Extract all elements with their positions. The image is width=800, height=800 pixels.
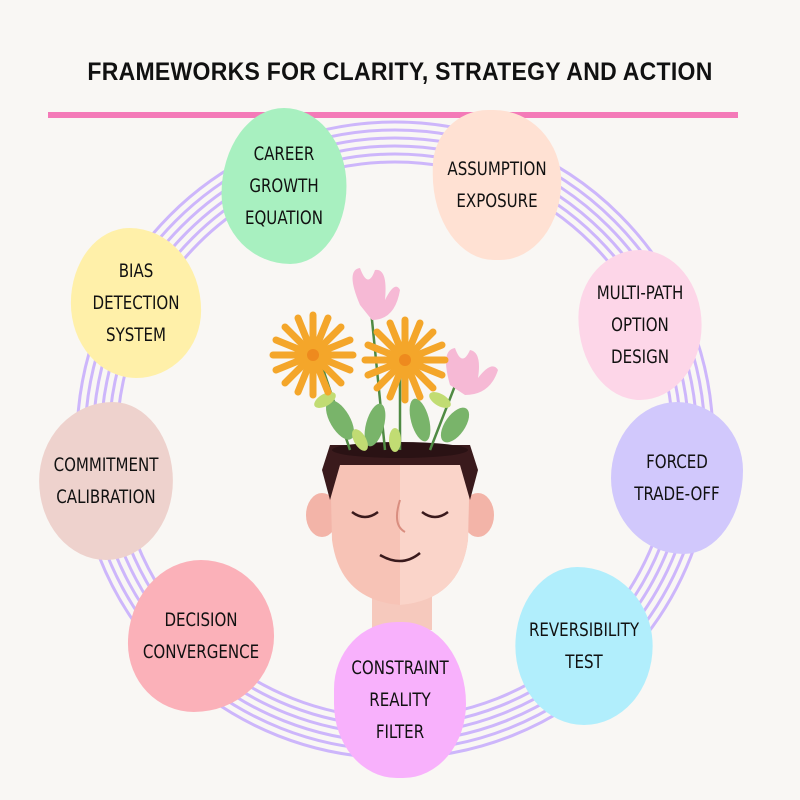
framework-label-line: DETECTION <box>92 292 180 314</box>
framework-label-line: OPTION <box>611 314 669 336</box>
framework-label-line: GROWTH <box>249 175 319 197</box>
framework-label-line: REVERSIBILITY <box>528 619 640 641</box>
framework-label-line: CONSTRAINT <box>351 657 449 679</box>
framework-label-line: COMMITMENT <box>53 454 159 476</box>
framework-label-line: MULTI-PATH <box>596 282 684 304</box>
framework-label-line: EXPOSURE <box>456 190 538 212</box>
framework-label-line: EQUATION <box>244 207 324 229</box>
framework-forced: FORCED TRADE-OFF <box>611 402 743 554</box>
page-title: FRAMEWORKS FOR CLARITY, STRATEGY AND ACT… <box>87 58 713 86</box>
framework-commitment: COMMITMENT CALIBRATION <box>39 402 173 560</box>
framework-label-line: ASSUMPTION <box>447 158 547 180</box>
framework-label-line: TEST <box>565 651 603 673</box>
framework-reversibility: REVERSIBILITY TEST <box>515 567 653 725</box>
framework-label-line: SYSTEM <box>106 324 166 346</box>
framework-label-line: REALITY <box>369 689 431 711</box>
framework-label-line: DECISION <box>164 609 238 631</box>
framework-label-line: FILTER <box>375 721 425 743</box>
framework-label-line: BIAS <box>118 260 154 282</box>
framework-label-line: CONVERGENCE <box>142 641 260 663</box>
framework-bias: BIAS DETECTION SYSTEM <box>70 228 202 378</box>
framework-label-line: DESIGN <box>611 346 669 368</box>
title-underline <box>48 112 738 118</box>
framework-constraint: CONSTRAINT REALITY FILTER <box>334 622 466 778</box>
framework-assumption: ASSUMPTION EXPOSURE <box>432 110 562 260</box>
framework-label-line: FORCED <box>646 451 708 473</box>
framework-multipath: MULTI-PATH OPTION DESIGN <box>578 250 702 400</box>
framework-career: CAREER GROWTH EQUATION <box>221 108 347 264</box>
framework-label-line: CAREER <box>253 143 315 165</box>
framework-label-line: TRADE-OFF <box>634 483 720 505</box>
head-with-flowers-illustration <box>269 268 498 630</box>
framework-label-line: CALIBRATION <box>56 486 156 508</box>
framework-decision: DECISION CONVERGENCE <box>127 560 275 712</box>
